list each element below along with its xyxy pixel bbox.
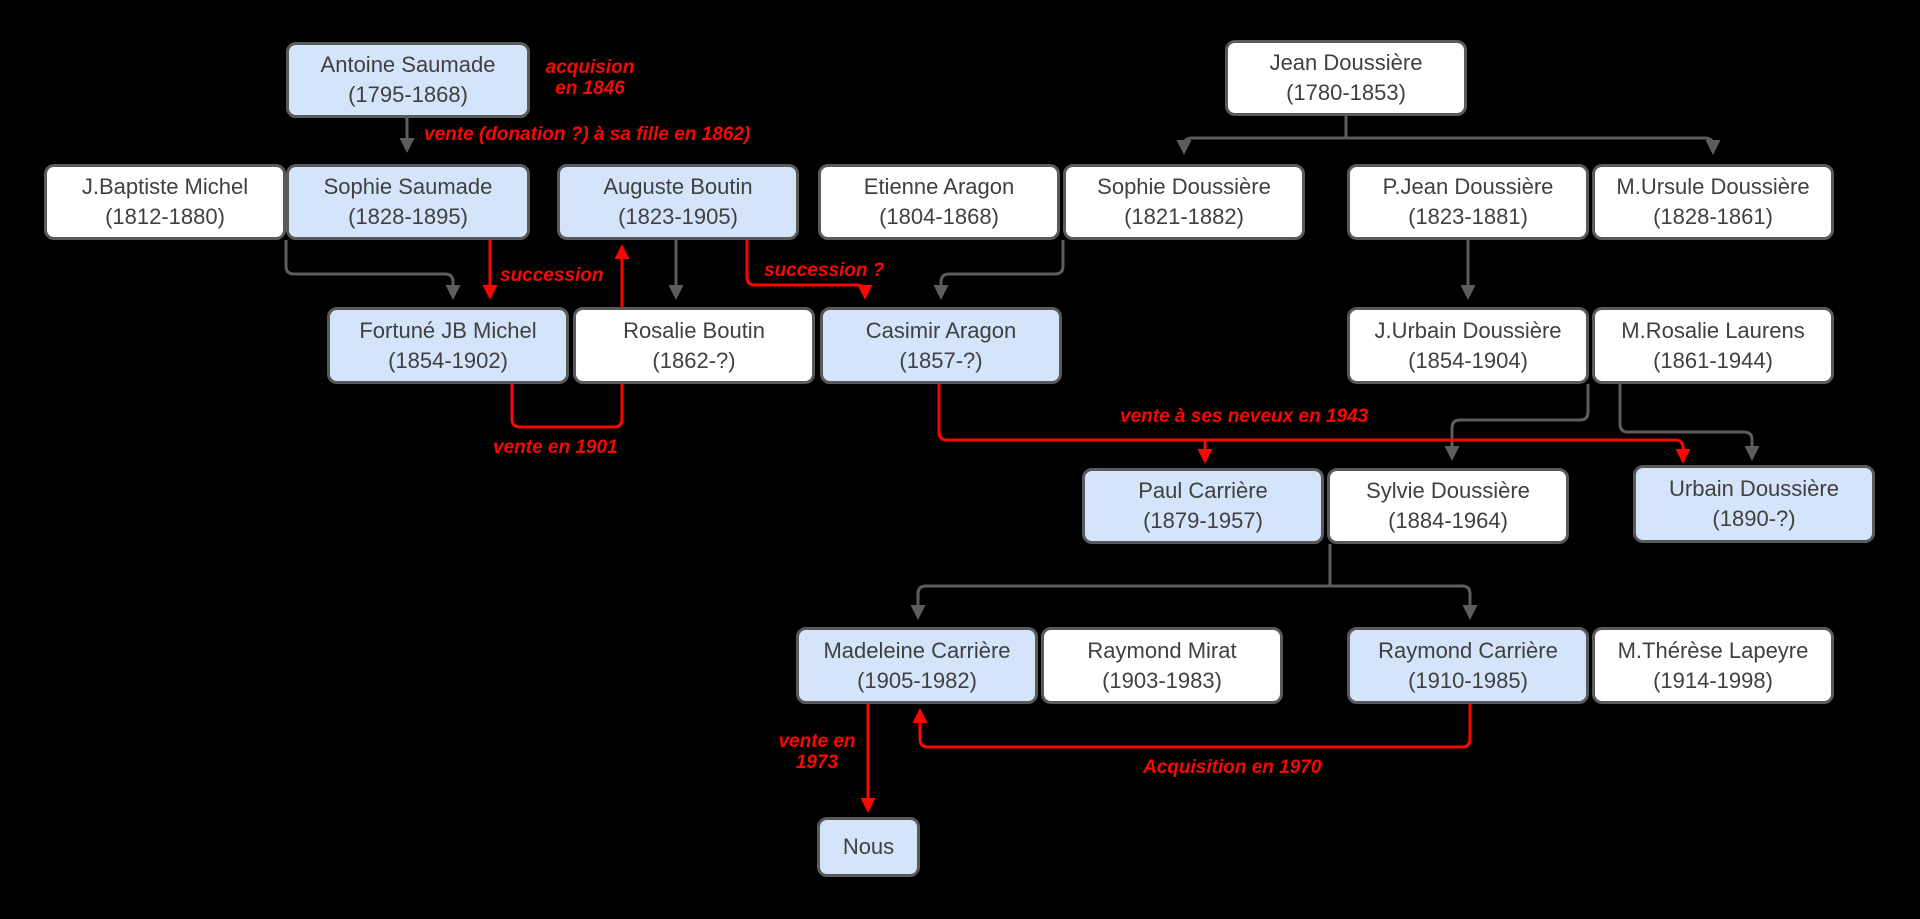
node-dates: (1828-1861) — [1653, 204, 1773, 229]
node-dates: (1890-?) — [1712, 506, 1796, 531]
node-dates: (1804-1868) — [879, 204, 999, 229]
annotation-vente-1973[interactable]: vente en 1973 — [778, 731, 856, 773]
edge-succession-auguste-to-casimir — [745, 240, 873, 300]
node-name: Fortuné JB Michel — [359, 317, 537, 343]
node-sophie-doussiere[interactable]: Sophie Doussière (1821-1882) — [1063, 164, 1305, 240]
annotation-vente-donation-1862[interactable]: vente (donation ?) à sa fille en 1862) — [424, 124, 751, 145]
node-dates: (1910-1985) — [1408, 667, 1528, 693]
edge-acquisition-1970-raymond-to-madeleine — [912, 704, 1472, 749]
node-urbain-doussiere[interactable]: Urbain Doussière (1890-?) — [1633, 465, 1875, 543]
node-auguste-boutin[interactable]: Auguste Boutin (1823-1905) — [557, 164, 799, 240]
node-name: Auguste Boutin — [603, 174, 753, 199]
node-name: Raymond Mirat — [1087, 637, 1237, 663]
node-sophie-saumade[interactable]: Sophie Saumade (1828-1895) — [286, 164, 530, 240]
node-name: Casimir Aragon — [865, 317, 1017, 343]
node-name: Etienne Aragon — [863, 174, 1015, 199]
edge-carriere-couple-to-raymond — [1330, 584, 1478, 620]
node-name: Antoine Saumade — [320, 52, 496, 77]
node-dates: (1857-?) — [899, 347, 983, 373]
node-name: M.Ursule Doussière — [1616, 174, 1810, 199]
annotation-succession[interactable]: succession — [500, 265, 604, 286]
node-raymond-carriere[interactable]: Raymond Carrière (1910-1985) — [1347, 627, 1589, 704]
node-dates: (1812-1880) — [105, 204, 225, 229]
node-dates: (1914-1998) — [1653, 667, 1773, 693]
node-name: Nous — [842, 834, 895, 859]
node-dates: (1905-1982) — [857, 667, 977, 693]
node-dates: (1828-1895) — [348, 204, 468, 229]
node-dates: (1903-1983) — [1102, 667, 1222, 693]
node-dates: (1795-1868) — [348, 82, 468, 107]
node-raymond-mirat[interactable]: Raymond Mirat (1903-1983) — [1041, 627, 1283, 704]
edge-aragon-couple-to-casimir — [933, 240, 1065, 300]
node-pjean-doussiere[interactable]: P.Jean Doussière (1823-1881) — [1347, 164, 1589, 240]
node-dates: (1821-1882) — [1124, 204, 1244, 229]
edge-vente-1943-casimir-to-urbain — [937, 384, 1691, 464]
node-name: M.Thérèse Lapeyre — [1617, 637, 1809, 663]
node-dates: (1861-1944) — [1653, 347, 1773, 373]
edge-vente-1901-fortune-to-auguste — [510, 244, 630, 429]
node-name: Rosalie Boutin — [623, 317, 765, 343]
node-dates: (1854-1904) — [1408, 347, 1528, 373]
node-jurbain-doussiere[interactable]: J.Urbain Doussière (1854-1904) — [1347, 307, 1589, 384]
edge-carriere-couple-to-madeleine — [910, 584, 1330, 620]
node-antoine-saumade[interactable]: Antoine Saumade (1795-1868) — [286, 42, 530, 118]
node-paul-carriere[interactable]: Paul Carrière (1879-1957) — [1082, 468, 1324, 544]
edge-michel-couple-to-fortune — [284, 240, 461, 300]
node-fortune-jb-michel[interactable]: Fortuné JB Michel (1854-1902) — [327, 307, 569, 384]
node-mtherese-lapeyre[interactable]: M.Thérèse Lapeyre (1914-1998) — [1592, 627, 1834, 704]
annotation-vente-neveux-1943[interactable]: vente à ses neveux en 1943 — [1120, 406, 1369, 427]
node-name: M.Rosalie Laurens — [1621, 317, 1805, 343]
node-name: Sophie Doussière — [1097, 174, 1271, 199]
node-rosalie-boutin[interactable]: Rosalie Boutin (1862-?) — [573, 307, 815, 384]
node-madeleine-carriere[interactable]: Madeleine Carrière (1905-1982) — [796, 627, 1038, 704]
node-jean-doussiere[interactable]: Jean Doussière (1780-1853) — [1225, 40, 1467, 116]
node-dates: (1823-1905) — [618, 204, 738, 229]
edge-doussiere-couple-to-urbain — [1618, 384, 1760, 461]
node-casimir-aragon[interactable]: Casimir Aragon (1857-?) — [820, 307, 1062, 384]
node-mrosalie-laurens[interactable]: M.Rosalie Laurens (1861-1944) — [1592, 307, 1834, 384]
annotation-succession-question[interactable]: succession ? — [764, 260, 885, 281]
node-name: Sophie Saumade — [323, 174, 493, 199]
annotation-acquisition-1846[interactable]: acquision en 1846 — [545, 57, 635, 99]
node-dates: (1879-1957) — [1143, 508, 1263, 533]
node-sylvie-doussiere[interactable]: Sylvie Doussière (1884-1964) — [1327, 468, 1569, 544]
node-name: Madeleine Carrière — [823, 637, 1011, 663]
node-dates: (1823-1881) — [1408, 204, 1528, 229]
node-dates: (1780-1853) — [1286, 80, 1406, 105]
node-name: J.Urbain Doussière — [1374, 317, 1562, 343]
annotation-acquisition-1970[interactable]: Acquisition en 1970 — [1143, 757, 1322, 778]
node-jbaptiste-michel[interactable]: J.Baptiste Michel (1812-1880) — [44, 164, 286, 240]
node-dates: (1862-?) — [652, 347, 736, 373]
node-dates: (1854-1902) — [388, 347, 508, 373]
node-mursule-doussiere[interactable]: M.Ursule Doussière (1828-1861) — [1592, 164, 1834, 240]
node-dates: (1884-1964) — [1388, 508, 1508, 533]
node-name: Jean Doussière — [1269, 50, 1423, 75]
node-nous[interactable]: Nous — [817, 817, 920, 877]
node-name: Raymond Carrière — [1378, 637, 1558, 663]
edge-jean-to-ursule-doussiere — [1346, 136, 1721, 155]
node-name: Paul Carrière — [1138, 478, 1268, 503]
node-name: Sylvie Doussière — [1366, 478, 1530, 503]
edge-doussiere-couple-to-sylvie — [1444, 384, 1590, 461]
node-name: Urbain Doussière — [1669, 476, 1839, 501]
annotation-vente-1901[interactable]: vente en 1901 — [493, 437, 618, 458]
node-name: P.Jean Doussière — [1382, 174, 1554, 199]
node-etienne-aragon[interactable]: Etienne Aragon (1804-1868) — [818, 164, 1060, 240]
node-name: J.Baptiste Michel — [81, 174, 249, 199]
edge-jean-to-sophie-doussiere — [1176, 136, 1346, 155]
